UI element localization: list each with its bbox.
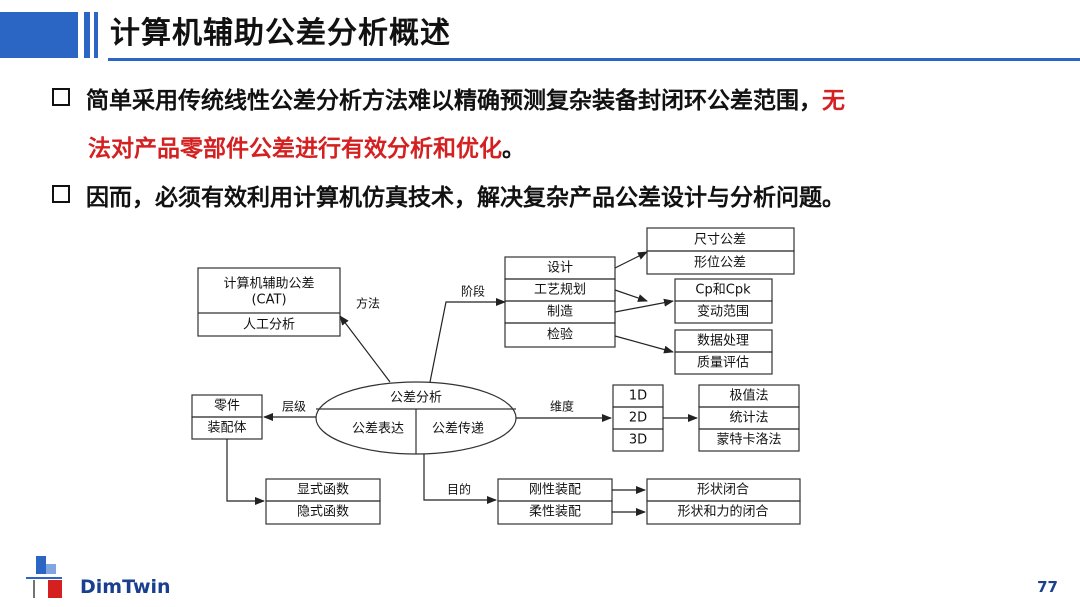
edge-stage-arrow [429,298,506,383]
cat-title: 计算机辅助公差 [223,277,314,292]
edge-label-level: 层级 [282,400,306,414]
arrow [614,298,674,313]
arrow [614,289,648,302]
closure-label: 形状闭合 [697,483,749,498]
assembly-label: 柔性装配 [529,505,581,520]
output-box [674,329,773,353]
stage-label: 工艺规划 [534,283,586,298]
function-label: 隐式函数 [297,505,349,520]
stage-box [504,278,616,302]
cat-abbrev: (CAT) [251,293,286,308]
output-label: 数据处理 [697,334,749,349]
function-box [265,500,381,525]
dimension-box [612,406,664,430]
bullet-text: 简单采用传统线性公差分析方法难以精确预测复杂装备封闭环公差范围， [86,88,822,114]
dimension-label: 1D [629,389,647,404]
dimension-box [612,428,664,452]
closure-box [646,478,801,502]
assembly-label: 刚性装配 [529,483,581,498]
checkbox-square-icon [52,185,70,203]
arrow [614,335,674,354]
cat-sub: 人工分析 [243,318,295,333]
output-label: Cp和Cpk [695,283,751,298]
method-box [698,428,800,452]
closure-box [646,500,801,525]
assembly-box [497,500,613,525]
cat-box [197,267,341,337]
level-label: 装配体 [207,421,246,436]
page-number: 77 [1037,578,1058,596]
function-label: 显式函数 [297,483,349,498]
stage-box [504,322,616,348]
edge-method-arrow [339,315,391,383]
stage-label: 检验 [547,327,573,343]
checkbox-square-icon [52,88,70,106]
edge-purpose-arrow [423,454,497,504]
output-box [674,278,773,302]
output-box [646,250,795,275]
bullet-text: 因而，必须有效利用计算机仿真技术，解决复杂产品公差设计与分析问题。 [86,185,845,211]
method-label: 统计法 [729,411,768,426]
stage-box [504,300,616,324]
dimension-label: 3D [629,433,647,448]
level-box [191,416,263,440]
output-box [674,300,773,324]
bullet-highlight: 法对产品零部件公差进行有效分析和优化 [88,136,502,162]
output-box [674,351,773,375]
method-label: 极值法 [729,388,768,404]
edge-label-dimension: 维度 [550,399,574,414]
center-right-label: 公差传递 [432,422,484,437]
closure-label: 形状和力的闭合 [677,504,768,520]
header-underline [108,58,1080,61]
assembly-box [497,478,613,502]
dimension-box [612,384,664,408]
edge-label-purpose: 目的 [447,482,471,497]
center-title: 公差分析 [390,391,442,406]
page-title: 计算机辅助公差分析概述 [110,16,451,51]
arrow [226,439,265,505]
level-box [191,394,263,418]
header-accent-bar [0,12,78,58]
output-label: 形位公差 [694,256,746,271]
edge-label-stage: 阶段 [461,284,485,299]
dimension-label: 2D [629,411,647,426]
center-left-label: 公差表达 [352,422,404,437]
output-label: 尺寸公差 [694,233,746,248]
arrow [614,251,648,269]
center-ellipse [315,381,517,455]
header-separator [94,12,98,58]
method-box [698,406,800,430]
stage-label: 设计 [547,261,573,276]
method-label: 蒙特卡洛法 [716,433,781,448]
bullet-continuation: 法对产品零部件公差进行有效分析和优化。 [88,134,525,164]
bullet-text: 。 [502,136,525,162]
level-label: 零件 [214,399,240,414]
output-label: 质量评估 [697,356,749,371]
output-box [646,227,795,252]
stage-box [504,256,616,280]
edge-label-method: 方法 [356,296,380,311]
bullet-highlight: 无 [822,88,845,114]
output-label: 变动范围 [697,304,749,320]
dimtwin-logo [26,556,62,598]
bullet-item: 简单采用传统线性公差分析方法难以精确预测复杂装备封闭环公差范围，无 [52,86,845,116]
brand-name: DimTwin [80,576,171,598]
stage-label: 制造 [547,305,573,320]
bullet-item: 因而，必须有效利用计算机仿真技术，解决复杂产品公差设计与分析问题。 [52,183,845,213]
method-box [698,384,800,408]
header-separator [84,12,90,58]
function-box [265,478,381,502]
